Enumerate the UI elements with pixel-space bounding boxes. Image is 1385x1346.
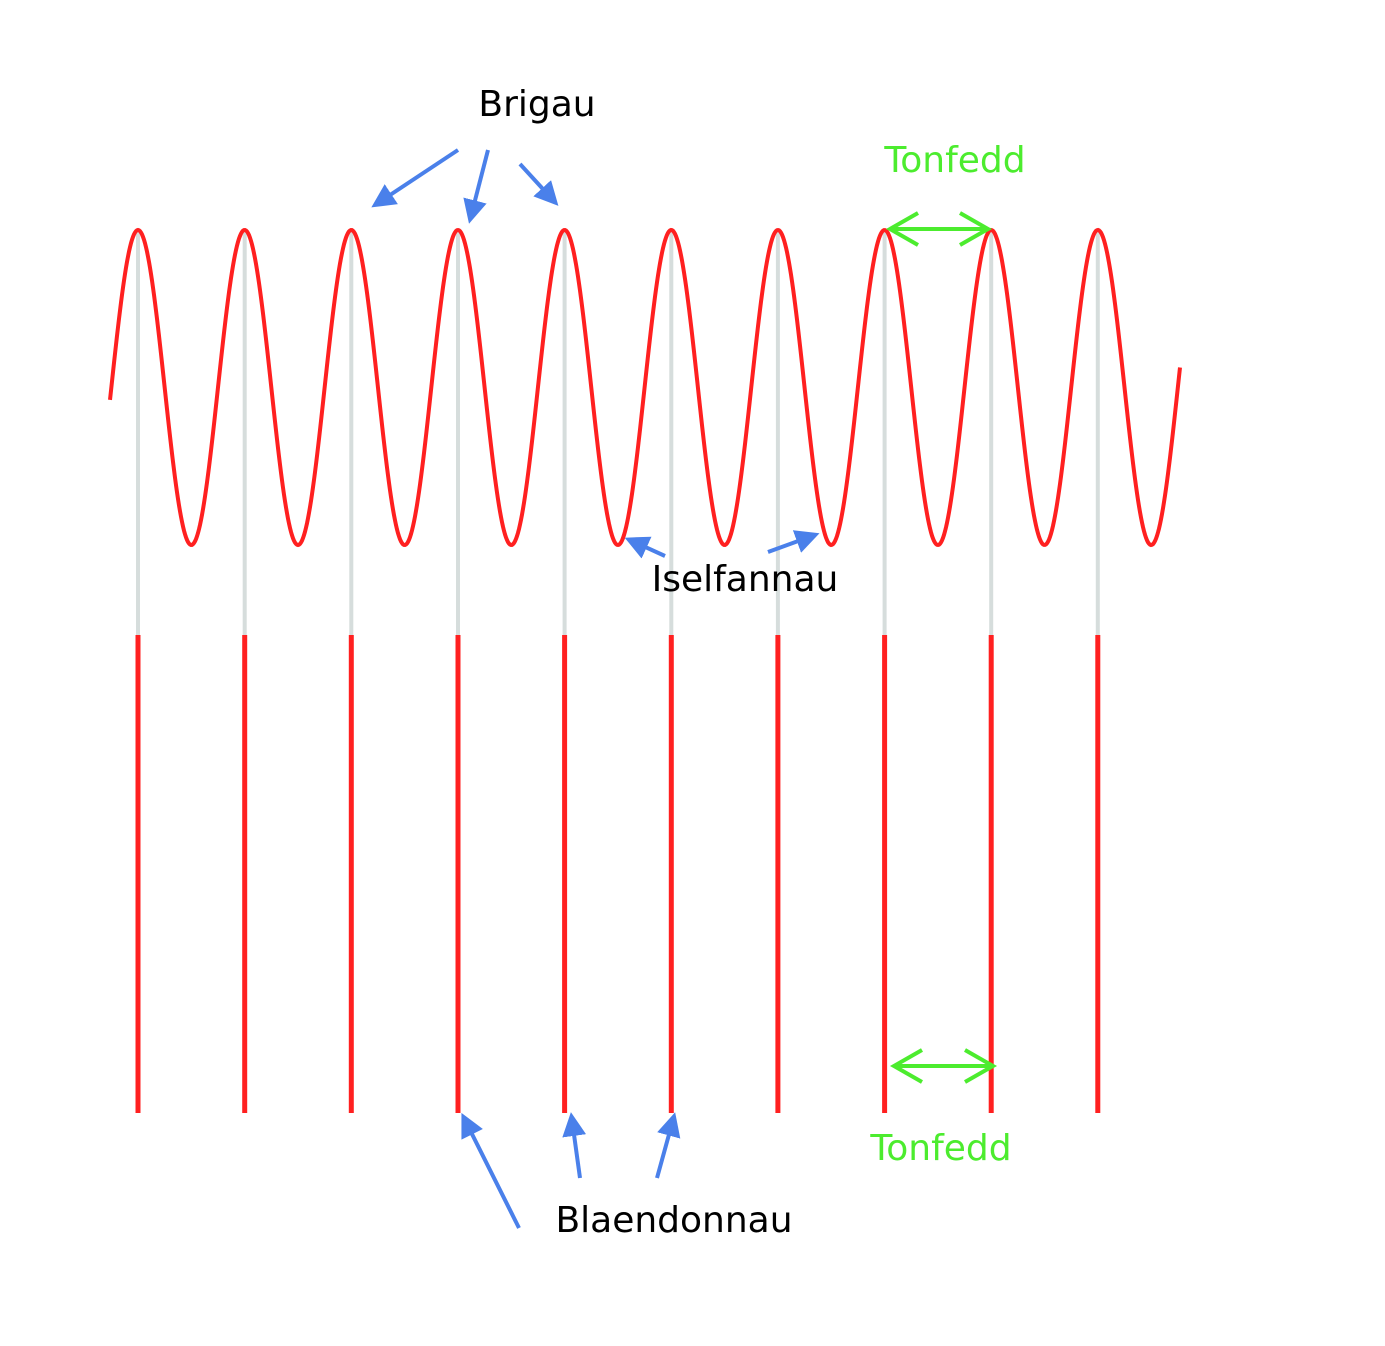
arrow-icon — [655, 1112, 681, 1179]
arrow-icon — [624, 536, 666, 559]
arrow-icon — [518, 162, 559, 206]
wavelength-arrow-top — [885, 211, 993, 247]
guide-lines — [136, 232, 1100, 635]
wavefronts-label: Blaendonnau — [555, 1200, 792, 1241]
arrow-icon — [461, 1112, 521, 1229]
troughs-label: Iselfannau — [652, 559, 839, 600]
wavelength-arrow-bottom — [889, 1048, 998, 1084]
sine-wave — [108, 227, 1182, 548]
wavelength-label-bottom: Tonfedd — [869, 1128, 1011, 1169]
arrow-icon — [767, 530, 820, 554]
wavefront-arrows — [461, 1112, 681, 1229]
arrow-icon — [463, 149, 490, 224]
arrow-icon — [562, 1112, 587, 1179]
wavefront-lines — [135, 635, 1101, 1113]
crest-arrows — [371, 148, 559, 224]
arrow-icon — [371, 148, 460, 208]
crests-label: Brigau — [478, 84, 595, 125]
wavelength-label-top: Tonfedd — [883, 140, 1025, 181]
trough-arrows — [624, 530, 820, 559]
